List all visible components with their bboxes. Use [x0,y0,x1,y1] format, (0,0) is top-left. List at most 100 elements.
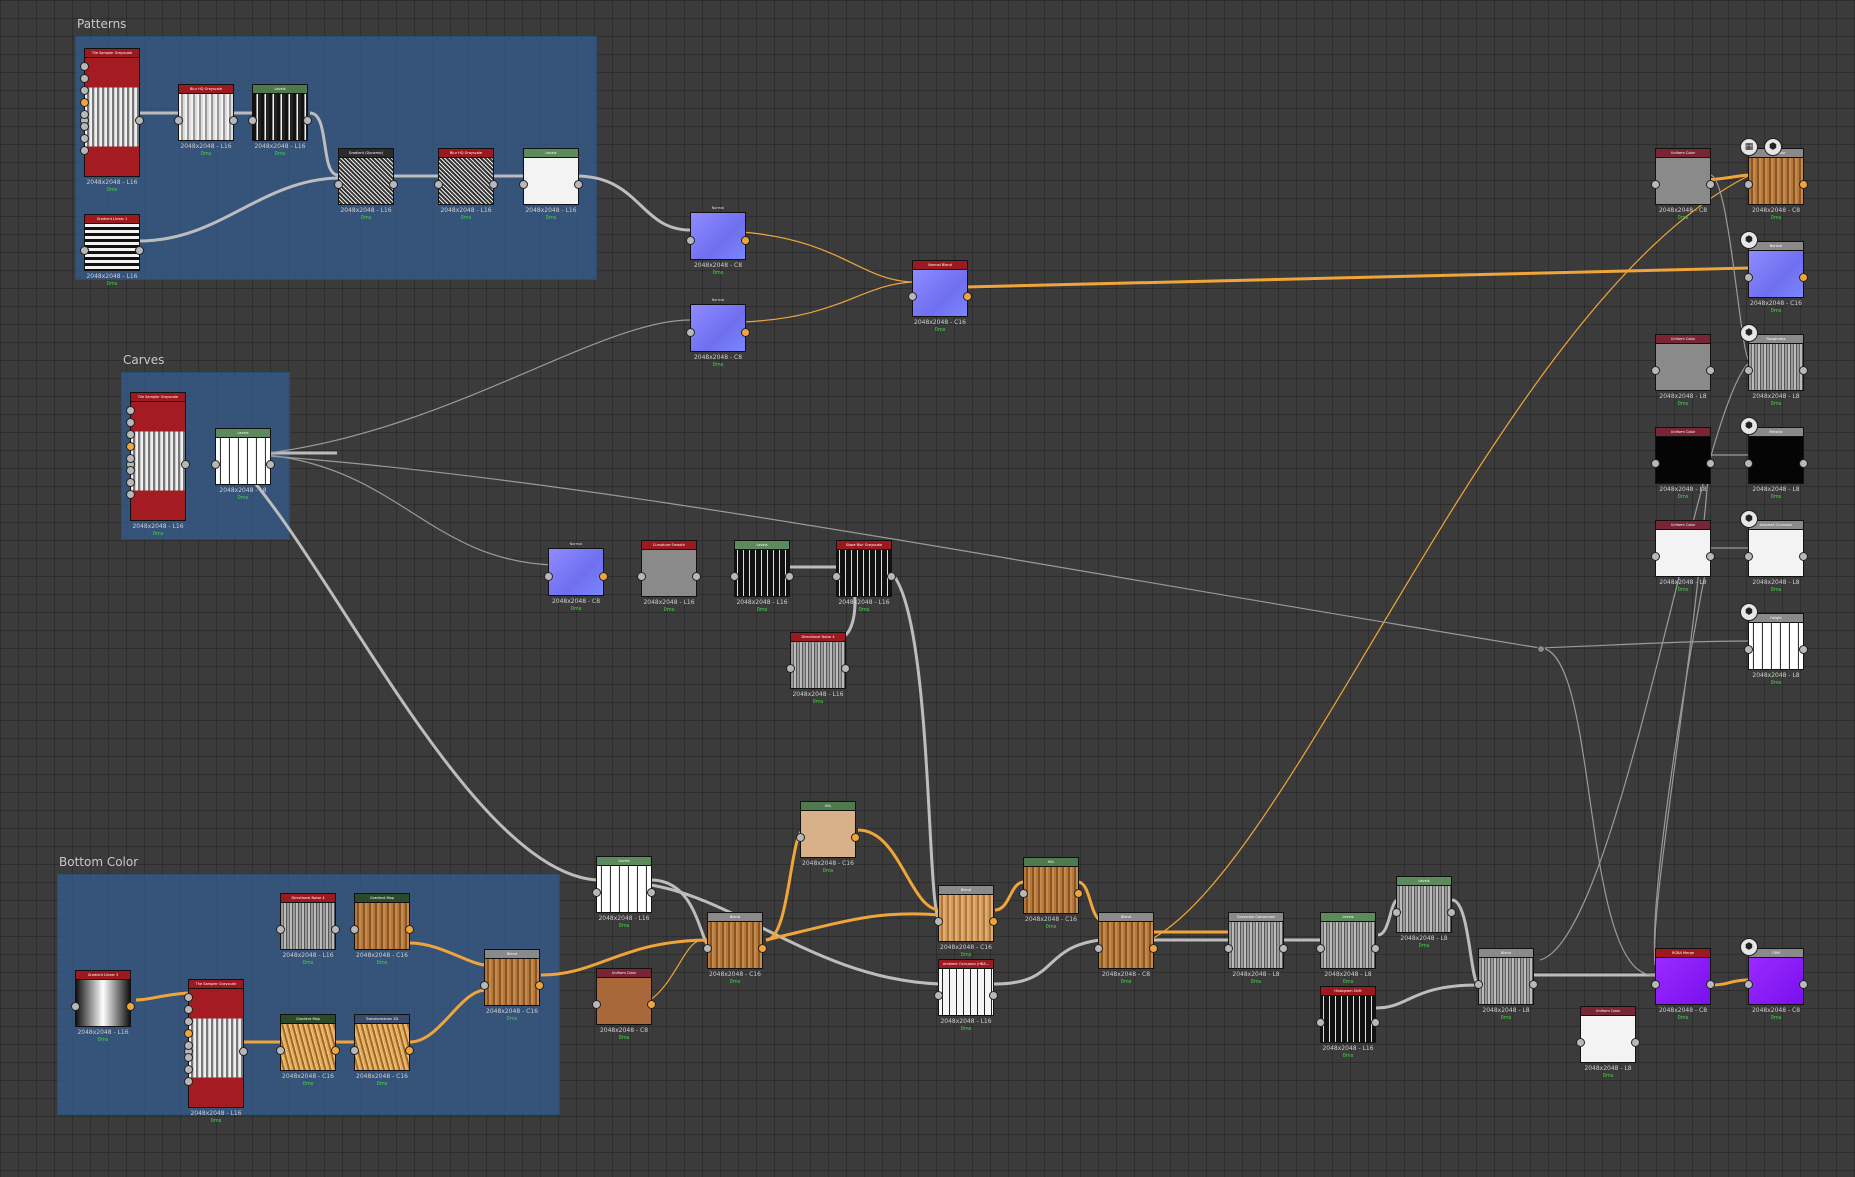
input-port[interactable] [1744,273,1753,282]
input-port[interactable] [80,122,89,131]
input-port[interactable] [592,1000,601,1009]
output-cube-icon[interactable]: ⬢ [1740,324,1758,342]
output-port[interactable] [989,917,998,926]
input-port[interactable] [434,180,443,189]
input-port[interactable] [71,1002,80,1011]
input-port[interactable] [126,418,135,427]
output-port[interactable] [741,328,750,337]
input-port[interactable] [730,572,739,581]
input-port[interactable] [184,1005,193,1014]
input-port[interactable] [796,833,805,842]
output-cube-icon[interactable]: ⬢ [1740,417,1758,435]
input-port[interactable] [1316,944,1325,953]
input-port[interactable] [80,98,89,107]
output-port[interactable] [785,572,794,581]
output-port[interactable] [1799,552,1808,561]
input-port[interactable] [184,993,193,1002]
input-port[interactable] [786,664,795,673]
input-port[interactable] [592,888,601,897]
input-port[interactable] [126,478,135,487]
input-port[interactable] [480,981,489,990]
output-port[interactable] [574,180,583,189]
reroute-dot[interactable] [1537,645,1545,653]
output-cube-icon[interactable]: ⬢ [1740,231,1758,249]
output-port[interactable] [1631,1038,1640,1047]
input-port[interactable] [184,1017,193,1026]
input-port[interactable] [248,116,257,125]
input-port[interactable] [80,146,89,155]
output-port[interactable] [1799,980,1808,989]
input-port[interactable] [184,1041,193,1050]
output-port[interactable] [239,1047,248,1056]
input-port[interactable] [334,180,343,189]
output-port[interactable] [1074,889,1083,898]
output-cube-icon[interactable]: ⬢ [1740,938,1758,956]
input-port[interactable] [1651,980,1660,989]
output-port[interactable] [1706,180,1715,189]
output-port[interactable] [1371,944,1380,953]
input-port[interactable] [1019,889,1028,898]
output-port[interactable] [405,1046,414,1055]
input-port[interactable] [1576,1038,1585,1047]
input-port[interactable] [1744,552,1753,561]
output-port[interactable] [489,180,498,189]
input-port[interactable] [184,1029,193,1038]
output-port[interactable] [181,460,190,469]
input-port[interactable] [1651,459,1660,468]
output-port[interactable] [266,460,275,469]
output-port[interactable] [851,833,860,842]
output-port[interactable] [135,116,144,125]
output-port[interactable] [126,1002,135,1011]
input-port[interactable] [126,454,135,463]
input-port[interactable] [934,917,943,926]
input-port[interactable] [832,572,841,581]
input-port[interactable] [276,925,285,934]
output-port[interactable] [989,991,998,1000]
output-port[interactable] [389,180,398,189]
output-port[interactable] [887,572,896,581]
node-ambient[interactable]: Ambient Occlusion (HBA...2048x2048 - L16… [934,959,998,1032]
output-port[interactable] [841,664,850,673]
input-port[interactable] [80,110,89,119]
input-port[interactable] [174,116,183,125]
input-port[interactable] [934,991,943,1000]
input-port[interactable] [350,925,359,934]
output-port[interactable] [535,981,544,990]
output-port[interactable] [1799,366,1808,375]
input-port[interactable] [1744,980,1753,989]
input-port[interactable] [80,86,89,95]
input-port[interactable] [211,460,220,469]
output-port[interactable] [1799,273,1808,282]
input-port[interactable] [1651,552,1660,561]
